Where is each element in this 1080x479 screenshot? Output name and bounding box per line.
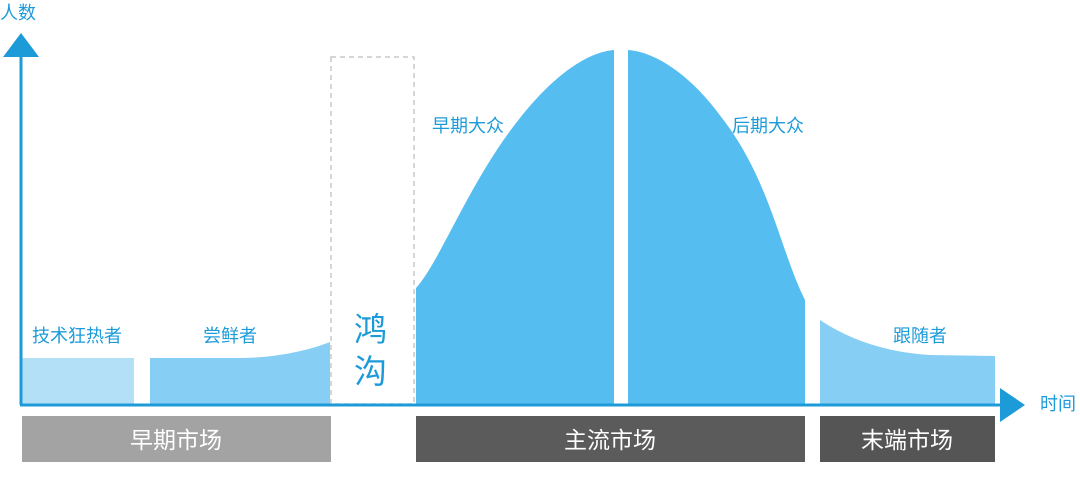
y-axis-arrow-icon	[3, 33, 39, 57]
y-axis-label: 人数	[0, 3, 36, 24]
early-majority-label: 早期大众	[432, 116, 504, 137]
early-adopters-label: 尝鲜者	[203, 326, 257, 347]
innovators-block	[22, 358, 134, 404]
mainstream-market-bar	[416, 416, 805, 462]
mainstream-market-label: 主流市场	[564, 428, 656, 454]
late-majority-label: 后期大众	[732, 116, 804, 137]
late-majority-area	[628, 50, 805, 404]
early-majority-area	[416, 50, 614, 404]
laggards-area	[820, 320, 995, 404]
laggards-label: 跟随者	[893, 326, 947, 347]
chasm-label-char-1: 鸿	[354, 310, 387, 349]
innovators-label: 技术狂热者	[32, 326, 122, 347]
chasm-label-char-2: 沟	[354, 352, 387, 391]
early-market-label: 早期市场	[130, 428, 222, 454]
x-axis-arrow-icon	[1000, 388, 1025, 422]
x-axis-label: 时间	[1040, 394, 1076, 415]
end-market-bar	[820, 416, 995, 462]
early-market-bar	[22, 416, 331, 462]
end-market-label: 末端市场	[861, 428, 953, 454]
early-adopters-area	[150, 342, 330, 404]
